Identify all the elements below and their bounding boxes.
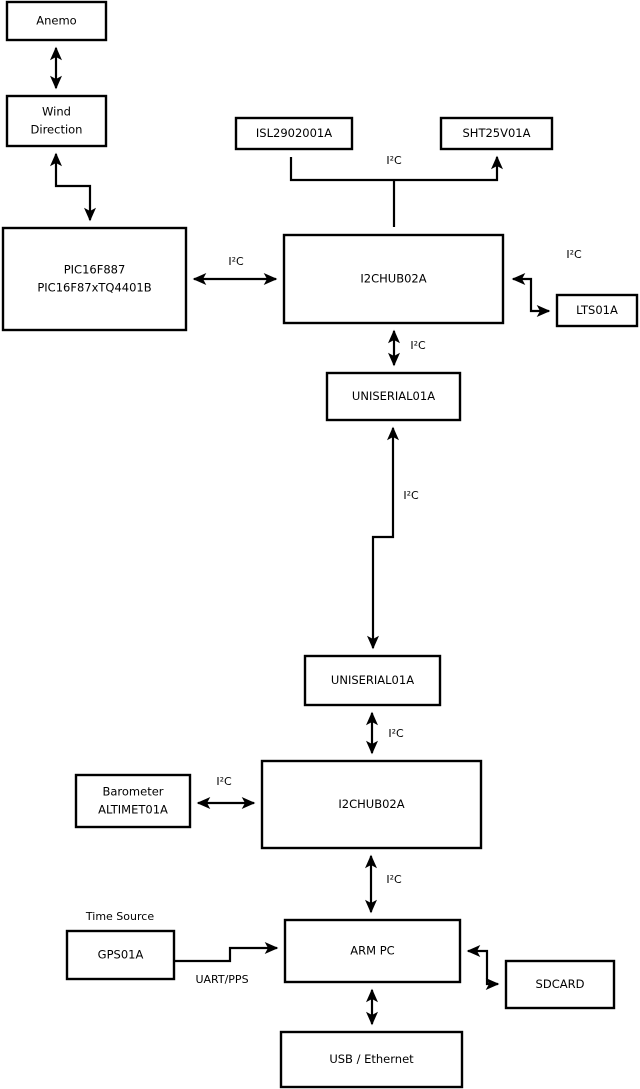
node-label-lts: LTS01A (576, 303, 618, 317)
edge-line-uniser-uniser (366, 426, 400, 650)
node-label-anemo: Anemo (36, 14, 76, 28)
edge-armpc-sdcard (466, 944, 500, 991)
edge-label-hubbot-armpc: I²C (386, 873, 402, 886)
node-lts[interactable]: LTS01A (555, 293, 639, 328)
node-label-isl: ISL2902001A (256, 126, 332, 140)
node-label-uniser_bot: UNISERIAL01A (331, 673, 414, 687)
edge-line-hub-sensors (289, 157, 497, 227)
edge-hub-lts: I²C (511, 248, 582, 318)
node-box-gps (65, 929, 176, 981)
node-hub_top[interactable]: I2CHUB02A (282, 233, 505, 325)
node-isl[interactable]: ISL2902001A (234, 116, 354, 151)
edges-layer: I²C I²C I²C I²C I²C I²C I²C I²C UART/PPS (49, 46, 582, 1026)
node-label2-wind: Direction (31, 123, 83, 137)
node-anemo[interactable]: Anemo (5, 0, 108, 42)
node-armpc[interactable]: ARM PC (283, 918, 462, 984)
edge-hub-uniser: I²C (387, 329, 426, 367)
node-box-hub_bot (260, 759, 483, 850)
node-label-sdcard: SDCARD (536, 977, 585, 991)
node-label-uniser_top: UNISERIAL01A (352, 389, 435, 403)
edge-label-uniserbot-hubbot: I²C (388, 727, 404, 740)
edge-label-uniser-uniser: I²C (403, 489, 419, 502)
edge-label-hub-lts: I²C (566, 248, 582, 261)
node-label-sht: SHT25V01A (463, 126, 531, 140)
node-box-wind (5, 94, 108, 148)
node-label-barometer: Barometer (102, 785, 163, 799)
free-labels-layer: Time Source (85, 910, 154, 923)
edge-line-gps-armpc (174, 941, 279, 963)
node-box-armpc (283, 918, 462, 984)
edge-label-hub-uniser: I²C (410, 339, 426, 352)
edge-line-pic-wind (49, 152, 97, 222)
edge-pic-wind (49, 152, 97, 222)
node-gps[interactable]: GPS01A (65, 929, 176, 981)
node-uniser_bot[interactable]: UNISERIAL01A (303, 654, 442, 707)
edge-gps-armpc: UART/PPS (174, 941, 279, 986)
node-box-hub_top (282, 233, 505, 325)
node-label-armpc: ARM PC (350, 944, 394, 958)
node-box-uniser_bot (303, 654, 442, 707)
edge-label-pic-hub: I²C (228, 255, 244, 268)
edge-barometer-hubbot: I²C (196, 775, 256, 810)
node-box-barometer (74, 773, 192, 829)
node-box-isl (234, 116, 354, 151)
node-sdcard[interactable]: SDCARD (504, 959, 616, 1010)
node-box-pic (1, 226, 188, 332)
node-label-usbeth: USB / Ethernet (329, 1052, 414, 1066)
node-box-sht (439, 116, 554, 151)
edge-line-hub-lts (511, 272, 551, 318)
node-box-sdcard (504, 959, 616, 1010)
node-uniser_top[interactable]: UNISERIAL01A (325, 371, 462, 422)
node-label-hub_top: I2CHUB02A (360, 272, 426, 286)
edge-pic-hub: I²C (192, 255, 278, 286)
node-hub_bot[interactable]: I2CHUB02A (260, 759, 483, 850)
edge-hubbot-armpc: I²C (364, 854, 402, 914)
node-label2-pic: PIC16F87xTQ4401B (37, 281, 151, 295)
node-label2-barometer: ALTIMET01A (98, 803, 168, 817)
node-label-wind: Wind (42, 105, 71, 119)
node-label-pic: PIC16F887 (64, 263, 126, 277)
edge-uniser-uniser: I²C (366, 426, 419, 650)
edge-label-barometer-hubbot: I²C (216, 775, 232, 788)
edge-uniserbot-hubbot: I²C (365, 711, 404, 755)
free-label-time-source: Time Source (85, 910, 154, 923)
edge-label-gps-armpc: UART/PPS (195, 973, 248, 986)
edge-hub-sensors: I²C (289, 154, 497, 227)
node-usbeth[interactable]: USB / Ethernet (279, 1030, 464, 1089)
node-label-gps: GPS01A (98, 948, 144, 962)
node-label-hub_bot: I2CHUB02A (338, 797, 404, 811)
edge-line-armpc-sdcard (466, 944, 500, 991)
node-box-usbeth (279, 1030, 464, 1089)
edge-label-hub-sensors: I²C (386, 154, 402, 167)
node-box-anemo (5, 0, 108, 42)
node-box-uniser_top (325, 371, 462, 422)
node-box-lts (555, 293, 639, 328)
node-sht[interactable]: SHT25V01A (439, 116, 554, 151)
